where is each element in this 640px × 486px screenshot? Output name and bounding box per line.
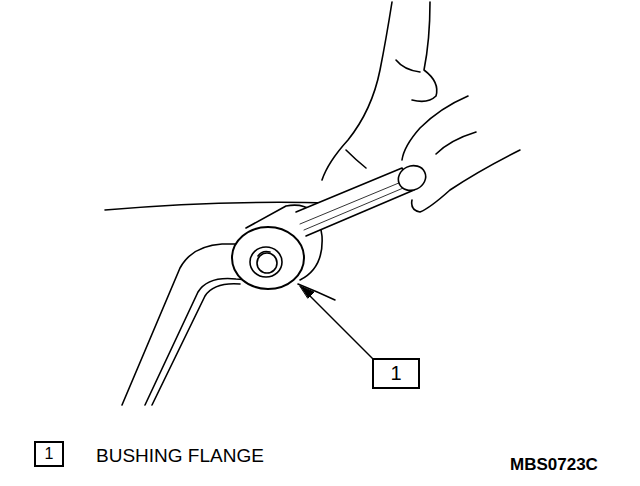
callout-number: 1	[45, 445, 54, 463]
callout-number: 1	[390, 362, 401, 385]
part-name: BUSHING FLANGE	[96, 445, 264, 467]
legend-callout-box: 1	[34, 441, 64, 467]
callout-box: 1	[372, 358, 420, 389]
figure-code: MBS0723C	[510, 455, 598, 475]
